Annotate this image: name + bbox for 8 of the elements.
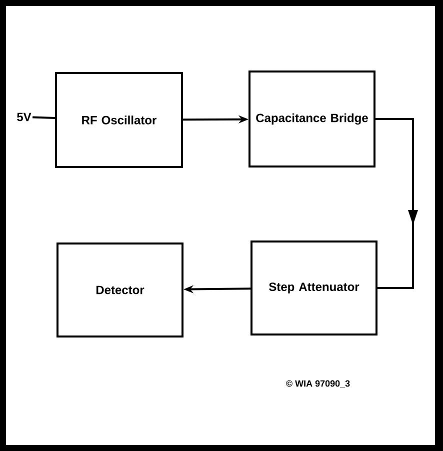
block-box: Capacitance Bridge — [248, 70, 376, 168]
arrow — [376, 118, 418, 289]
connector-line — [32, 116, 56, 119]
input-label: 5V — [17, 112, 32, 122]
block-box: Step Attenuator — [250, 240, 378, 336]
block-box: Detector — [56, 242, 184, 338]
block-box: RF Oscillator — [55, 72, 183, 168]
figure-code: © WIA 97090_3 — [286, 380, 350, 388]
